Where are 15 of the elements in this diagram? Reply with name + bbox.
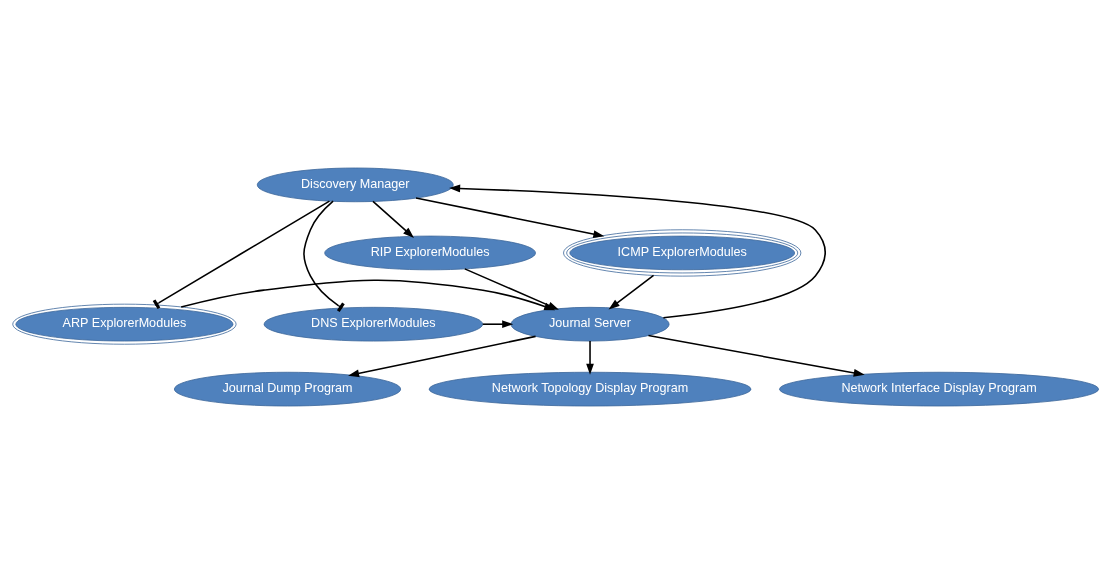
arrow [180, 279, 556, 311]
arrow [415, 197, 605, 238]
arrow [481, 320, 514, 329]
arrow [608, 274, 655, 310]
arrow [647, 334, 865, 377]
arrow [586, 340, 594, 375]
arrow [348, 335, 537, 378]
node-ellipse: RIP ExplorerModules [324, 235, 536, 271]
connector [303, 200, 345, 313]
arrow [449, 184, 827, 319]
arrow [372, 200, 414, 238]
node-ellipse: Discovery Manager [256, 167, 454, 203]
node-ellipse: Journal Server [510, 306, 670, 342]
node-ellipse: Network Topology Display Program [428, 371, 752, 407]
connector [152, 200, 331, 310]
